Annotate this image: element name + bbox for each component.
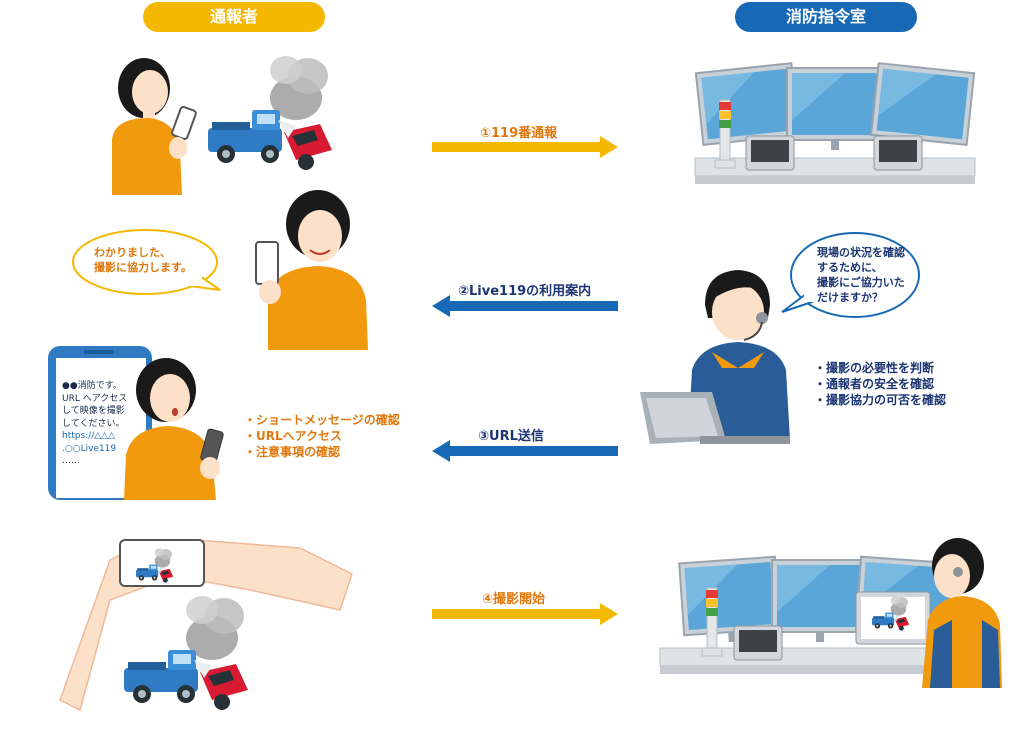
dispatcher-task-item: ・撮影協力の可否を確認 <box>814 393 947 407</box>
reporter-task-item: ・ショートメッセージの確認 <box>244 413 400 427</box>
step-3-label: ③URL送信 <box>478 429 544 444</box>
dispatcher-task-list: ・撮影の必要性を判断 ・通報者の安全を確認 ・撮影協力の可否を確認 <box>814 360 946 408</box>
reporter-task-list: ・ショートメッセージの確認 ・URLへアクセス ・注意事項の確認 <box>244 412 400 460</box>
reporter-bubble-text: わかりました、 撮影に協力します。 <box>94 245 192 275</box>
dispatcher-speech-bubble <box>781 232 920 318</box>
step-1-label: ①119番通報 <box>480 126 558 141</box>
sms-line: …… <box>62 456 80 466</box>
reporter-speech-bubble <box>72 229 221 295</box>
car-crash-illustration <box>208 56 332 170</box>
step-2-label: ②Live119の利用案内 <box>458 284 592 299</box>
sms-message: ●●消防です。 URL へアクセス して映像を撮影 してください。 https:… <box>62 380 127 468</box>
arrow-step-2 <box>432 295 618 317</box>
reporter-bubble-line: わかりました、 <box>94 246 171 259</box>
arrow-step-1 <box>432 136 618 158</box>
sms-link: .○○Live119 <box>62 443 117 454</box>
sms-line: してください。 <box>62 418 125 429</box>
hands-filming-illustration <box>59 539 353 712</box>
command-center-header: 消防指令室 <box>735 2 917 32</box>
reporter-bubble-line: 撮影に協力します。 <box>94 261 192 274</box>
dispatcher-bubble-line: だけますか？ <box>817 291 883 304</box>
woman-calling-illustration <box>112 58 197 195</box>
woman-reading-illustration <box>124 358 224 500</box>
car-crash-illustration-2 <box>124 596 248 710</box>
reporter-task-item: ・URLへアクセス <box>244 429 343 443</box>
step-4-label: ④撮影開始 <box>482 592 546 607</box>
arrow-step-3 <box>432 440 618 462</box>
sms-line: URL へアクセス <box>62 393 128 404</box>
dispatcher-illustration <box>640 270 790 444</box>
dispatcher-task-item: ・撮影の必要性を判断 <box>814 361 935 375</box>
sms-link: https://△△△ <box>62 431 116 441</box>
sms-line: ●●消防です。 <box>62 381 122 391</box>
dispatcher-task-item: ・通報者の安全を確認 <box>814 377 935 391</box>
arrow-step-4 <box>432 603 618 625</box>
dispatcher-viewing-video-illustration <box>659 538 1002 688</box>
dispatcher-bubble-line: するために、 <box>817 261 883 274</box>
dispatch-console-illustration <box>694 62 976 185</box>
sms-line: して映像を撮影 <box>62 406 125 416</box>
woman-agreeing-illustration <box>255 190 368 350</box>
reporter-header: 通報者 <box>143 2 325 32</box>
dispatcher-bubble-line: 撮影にご協力いた <box>817 276 905 289</box>
dispatcher-bubble-line: 現場の状況を確認 <box>817 246 905 259</box>
dispatcher-bubble-text: 現場の状況を確認 するために、 撮影にご協力いた だけますか？ <box>817 245 905 305</box>
reporter-task-item: ・注意事項の確認 <box>244 445 341 459</box>
